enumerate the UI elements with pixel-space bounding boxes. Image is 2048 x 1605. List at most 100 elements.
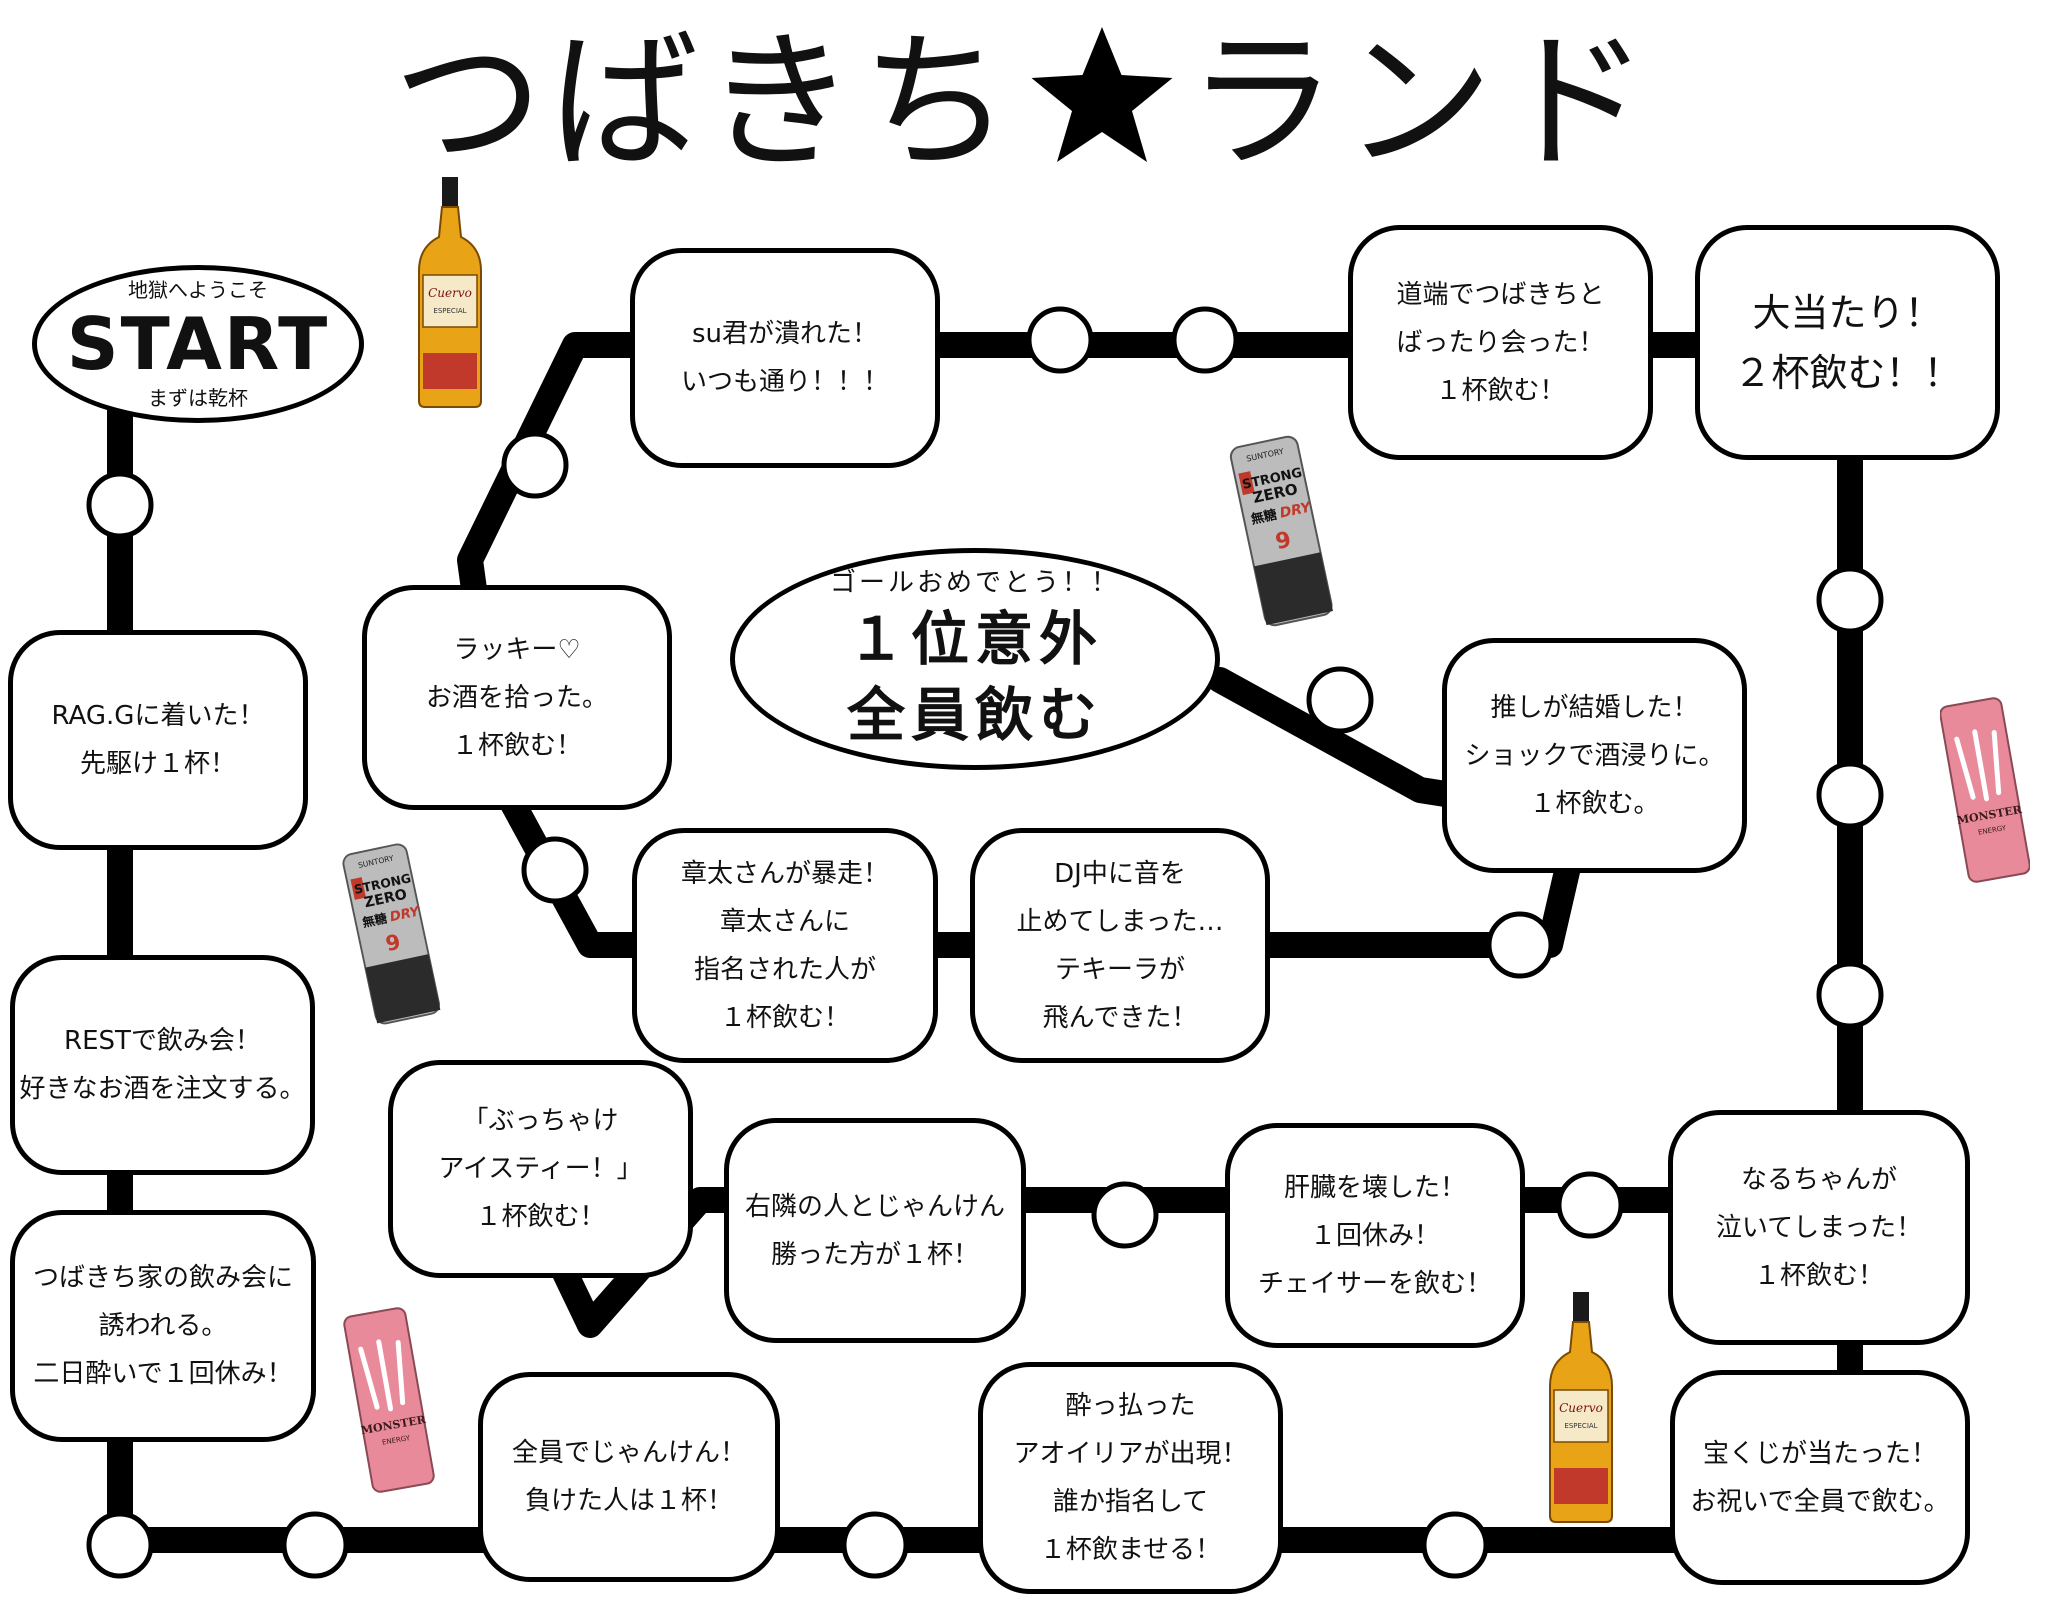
cell-text-line: いつも通り！！！ — [680, 367, 889, 397]
board-cell-1[interactable]: RAG.Gに着いた！ 先駆け１杯！ — [8, 630, 308, 850]
board-space[interactable] — [1026, 306, 1094, 374]
board-space[interactable] — [281, 1511, 349, 1579]
cell-text-line: 先駆け１杯！ — [79, 749, 236, 779]
board-space[interactable] — [1171, 306, 1239, 374]
board-space[interactable] — [1091, 1181, 1159, 1249]
can-label-4: DRY — [389, 904, 422, 925]
board-space[interactable] — [86, 471, 154, 539]
goal-line-1: １位意外 — [846, 605, 1103, 673]
start-toast: まずは乾杯 — [148, 386, 248, 410]
board-cell-15[interactable]: 推しが結婚した！ ショックで酒浸りに。 １杯飲む。 — [1442, 638, 1747, 873]
can-label-3: 無糖 — [361, 910, 389, 930]
cell-text-line: 「ぶっちゃけ — [462, 1106, 619, 1136]
cell-text-line: お祝いで全員で飲む。 — [1690, 1486, 1950, 1517]
board-cell-9[interactable]: 右隣の人とじゃんけん勝った方が１杯！ — [724, 1118, 1026, 1343]
bottle-sub-label: ESPECIAL — [1564, 1422, 1597, 1430]
cell-text-line: DJ中に音を — [1054, 858, 1186, 889]
cell-text-line: ショックで酒浸りに。 — [1464, 740, 1725, 771]
board-cell-10[interactable]: 「ぶっちゃけアイスティー！」 １杯飲む！ — [388, 1060, 693, 1278]
cell-text-line: 肝臓を壊した！ — [1283, 1172, 1466, 1203]
can-percent: 9 — [1273, 527, 1293, 555]
cell-text-line: なるちゃんが — [1740, 1164, 1897, 1195]
goal-line-2: 全員飲む — [846, 681, 1103, 749]
cell-text-line: 飛んできた！ — [1042, 1002, 1198, 1033]
bottle-sub-label: ESPECIAL — [433, 307, 466, 315]
cell-text-line: RESTで飲み会！ — [64, 1026, 261, 1056]
cell-text-line: １杯飲む！ — [475, 1202, 606, 1232]
board-space[interactable] — [1306, 666, 1374, 734]
cell-text-line: ばったり会った！ — [1396, 327, 1605, 358]
board-space[interactable] — [1816, 761, 1884, 829]
goal-space[interactable]: ゴールおめでとう！！ １位意外 全員飲む — [730, 548, 1220, 770]
cell-text-line: 二日酔いで１回休み！ — [33, 1359, 293, 1389]
board-cell-17[interactable]: 章太さんが暴走！ 章太さんに指名された人が １杯飲む！ — [632, 828, 938, 1063]
cell-text-line: ２杯飲む！！ — [1733, 350, 1962, 395]
page-title: つばきちランド — [0, 18, 2048, 205]
start-welcome: 地獄へようこそ — [128, 278, 268, 302]
board-space[interactable] — [1421, 1511, 1489, 1579]
board-space[interactable] — [841, 1511, 909, 1579]
start-space[interactable]: 地獄へようこそ START まずは乾杯 — [32, 265, 364, 423]
board-cell-2[interactable]: RESTで飲み会！ 好きなお酒を注文する。 — [10, 955, 315, 1175]
cell-text-line: 指名された人が — [693, 954, 876, 985]
board-space[interactable] — [86, 1511, 154, 1579]
bottle-label: Cuervo — [428, 286, 472, 300]
board-space[interactable] — [1816, 961, 1884, 1029]
cell-text-line: 宝くじが当たった！ — [1702, 1438, 1937, 1469]
star-icon — [1027, 21, 1177, 205]
cell-text-line: 章太さんが暴走！ — [680, 858, 889, 889]
cell-text-line: 推しが結婚した！ — [1490, 692, 1699, 723]
cell-text-line: チェイサーを飲む！ — [1257, 1268, 1492, 1299]
cell-text-line: 泣いてしまった！ — [1715, 1212, 1923, 1243]
cell-text-line: １回休み！ — [1309, 1220, 1440, 1251]
board-cell-4[interactable]: 全員でじゃんけん！ 負けた人は１杯！ — [478, 1372, 780, 1582]
board-space[interactable] — [1486, 911, 1554, 979]
board-cell-6[interactable]: 宝くじが当たった！ お祝いで全員で飲む。 — [1670, 1370, 1970, 1585]
can-percent: 9 — [383, 930, 402, 957]
cell-text-line: １杯飲ませる！ — [1039, 1535, 1222, 1565]
cell-text-line: 章太さんに — [719, 906, 850, 937]
cell-text-line: 道端でつばきちと — [1396, 279, 1605, 310]
cell-text-line: １杯飲む！ — [451, 730, 582, 761]
cell-text-line: RAG.Gに着いた！ — [51, 701, 265, 731]
cell-text-line: テキーラが — [1054, 954, 1185, 985]
cell-text-line: 好きなお酒を注文する。 — [19, 1074, 306, 1104]
board-cell-11[interactable]: ラッキー♡ お酒を拾った。 １杯飲む！ — [362, 585, 672, 810]
cell-text-line: 大当たり！ — [1752, 290, 1943, 335]
cell-text-line: 右隣の人とじゃんけん — [744, 1191, 1005, 1222]
can-label-3: 無糖 — [1250, 507, 1279, 528]
cell-text-line: 負けた人は１杯！ — [524, 1486, 733, 1516]
board-space[interactable] — [1556, 1171, 1624, 1239]
cell-text-line: １杯飲む！ — [1753, 1260, 1884, 1291]
cell-text-line: 止めてしまった… — [1016, 906, 1224, 937]
bottle-label: Cuervo — [1559, 1401, 1603, 1415]
cell-text-line: つばきち家の飲み会に — [32, 1263, 293, 1293]
board-space[interactable] — [521, 836, 589, 904]
cell-text-line: １杯飲む！ — [1435, 375, 1566, 406]
board-cell-13[interactable]: 道端でつばきちとばったり会った！ １杯飲む！ — [1348, 225, 1653, 460]
board-cell-14[interactable]: 大当たり！ ２杯飲む！！ — [1695, 225, 2000, 460]
cell-text-line: 勝った方が１杯！ — [770, 1239, 979, 1270]
title-left: つばきち — [392, 16, 1017, 190]
cell-text-line: お酒を拾った。 — [425, 682, 608, 713]
cell-text-line: １杯飲む！ — [719, 1002, 850, 1033]
board-cell-12[interactable]: su君が潰れた！ いつも通り！！！ — [630, 248, 940, 468]
board-cell-3[interactable]: つばきち家の飲み会に誘われる。二日酔いで１回休み！ — [10, 1210, 316, 1442]
board-cell-16[interactable]: DJ中に音を止めてしまった… テキーラが飛んできた！ — [970, 828, 1270, 1063]
board-space[interactable] — [1816, 566, 1884, 634]
board-cell-8[interactable]: 肝臓を壊した！ １回休み！ チェイサーを飲む！ — [1225, 1123, 1525, 1348]
can-label-4: DRY — [1278, 499, 1314, 522]
cell-text-line: 全員でじゃんけん！ — [511, 1438, 746, 1468]
cell-text-line: アイスティー！」 — [438, 1154, 643, 1184]
cell-text-line: ラッキー♡ — [453, 634, 581, 665]
board-cell-7[interactable]: なるちゃんが泣いてしまった！ １杯飲む！ — [1668, 1110, 1970, 1345]
board-space[interactable] — [501, 431, 569, 499]
cell-text-line: su君が潰れた！ — [691, 319, 879, 349]
cell-text-line: １杯飲む。 — [1529, 788, 1660, 819]
